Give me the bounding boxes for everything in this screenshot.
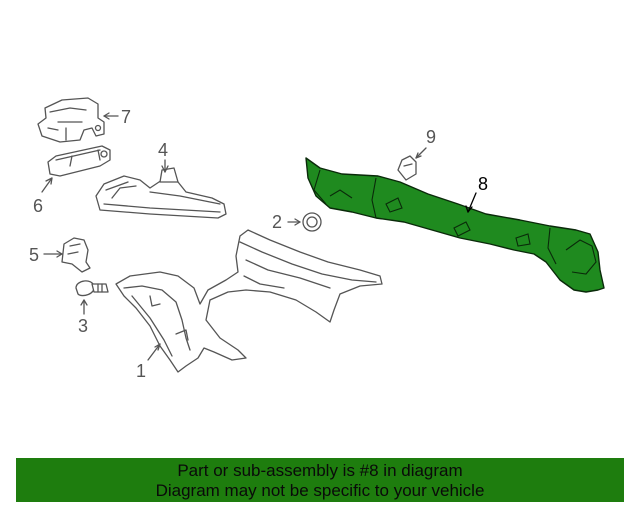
callout-9: 9 (415, 127, 436, 159)
svg-text:5: 5 (29, 245, 39, 265)
part-2-grommet (302, 212, 322, 232)
banner-line-1: Part or sub-assembly is #8 in diagram (177, 461, 463, 480)
callout-1: 1 (136, 343, 161, 381)
svg-text:8: 8 (478, 174, 488, 194)
banner-line-2: Diagram may not be specific to your vehi… (155, 481, 485, 500)
callout-2: 2 (272, 212, 301, 232)
callout-8: 8 (465, 174, 488, 213)
part-4-trim (95, 167, 227, 219)
info-banner: Part or sub-assembly is #8 in diagram Di… (16, 458, 624, 502)
part-9-clip (397, 155, 417, 181)
callout-7: 7 (103, 107, 131, 127)
svg-text:3: 3 (78, 316, 88, 336)
part-1-trim-panel (115, 229, 383, 373)
part-8-highlighted (305, 157, 605, 293)
svg-text:9: 9 (426, 127, 436, 147)
callout-3: 3 (78, 299, 88, 336)
part-3-screw (75, 280, 109, 297)
callout-5: 5 (29, 245, 63, 265)
svg-text:7: 7 (121, 107, 131, 127)
part-7-bracket (37, 97, 105, 143)
part-6-clip (47, 145, 111, 177)
callout-6: 6 (33, 177, 53, 216)
part-5-retainer (61, 237, 91, 273)
svg-text:2: 2 (272, 212, 282, 232)
callout-4: 4 (158, 140, 169, 173)
svg-text:4: 4 (158, 140, 168, 160)
svg-text:1: 1 (136, 361, 146, 381)
svg-text:6: 6 (33, 196, 43, 216)
